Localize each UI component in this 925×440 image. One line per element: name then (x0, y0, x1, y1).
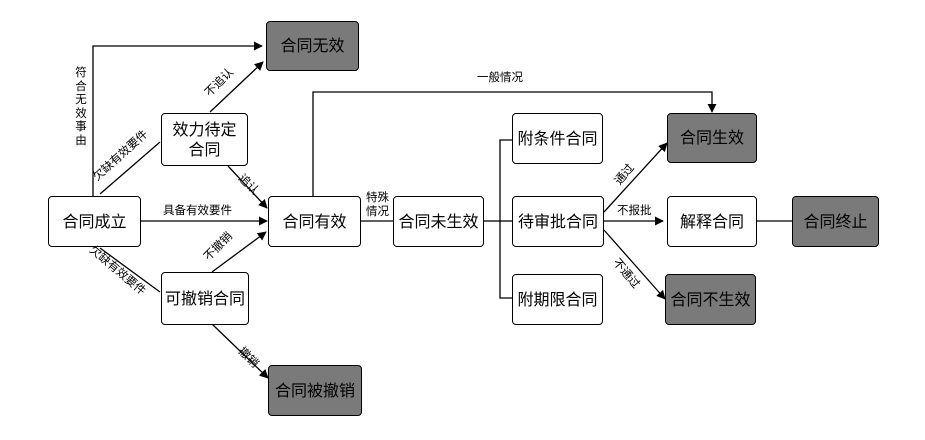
node-contract-valid: 合同有效 (268, 196, 361, 247)
edge-formation-invalid (92, 41, 263, 196)
node-not-yet-effective: 合同未生效 (393, 196, 484, 247)
node-contract-revoked: 合同被撤销 (268, 365, 362, 416)
label-meets-invalid-grounds: 符合无效事由 (75, 65, 87, 147)
edge-approval-effective (603, 142, 668, 213)
node-contract-terminated: 合同终止 (792, 196, 879, 247)
label-not-reported: 不报批 (617, 203, 652, 217)
edge-formation-voidable (99, 247, 161, 293)
node-pending-effect: 效力待定 合同 (161, 113, 248, 166)
label-general-case: 一般情况 (477, 70, 523, 84)
bracket (499, 139, 512, 299)
edge-formation-pending (99, 141, 161, 195)
edge-approval-noeffect (603, 229, 666, 300)
edge-valid-effective (312, 91, 717, 196)
node-voidable-contract: 可撤销合同 (161, 272, 249, 325)
node-approval-contract: 待审批合同 (512, 196, 604, 247)
node-contract-no-effect: 合同不生效 (665, 274, 756, 325)
node-contract-formation: 合同成立 (48, 196, 141, 247)
node-rescind-contract: 解释合同 (667, 196, 757, 247)
edge-pending-valid (227, 165, 268, 209)
edge-voidable-valid (211, 231, 267, 273)
node-conditional-contract: 附条件合同 (512, 113, 603, 164)
edge-voidable-revoked (211, 323, 269, 379)
edge-pending-invalid (209, 61, 264, 113)
label-special-case: 特殊 情况 (366, 190, 389, 218)
node-term-contract: 附期限合同 (512, 274, 603, 325)
node-contract-effective: 合同生效 (667, 113, 757, 163)
label-has-requirements: 具备有效要件 (163, 203, 232, 217)
node-contract-invalid: 合同无效 (266, 21, 359, 71)
